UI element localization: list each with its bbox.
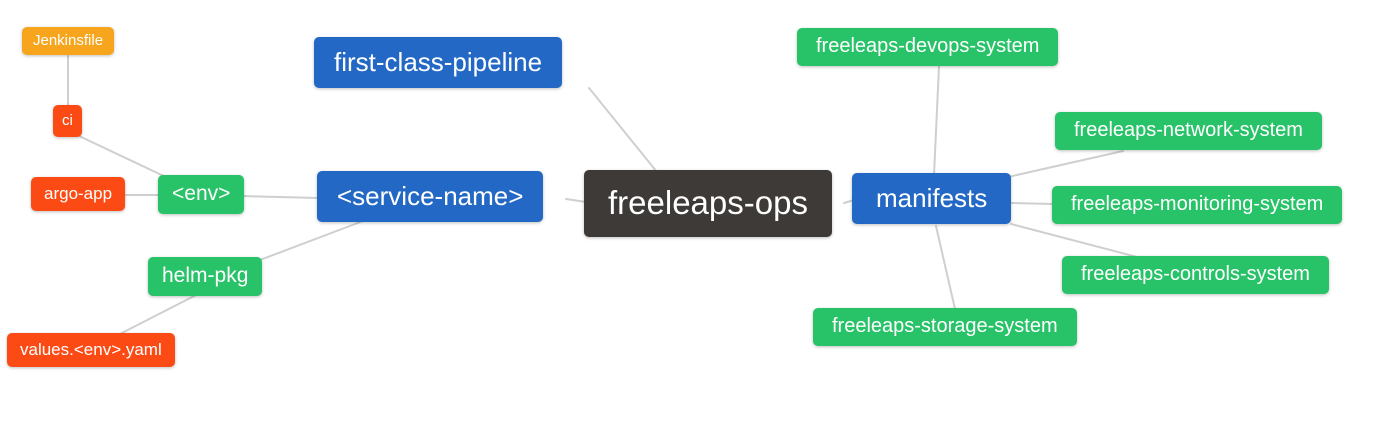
node-env[interactable]: <env> xyxy=(158,175,245,214)
edge-servicename-ops xyxy=(565,198,587,203)
node-jenkinsfile[interactable]: Jenkinsfile xyxy=(22,27,115,55)
node-values-env-yaml[interactable]: values.<env>.yaml xyxy=(7,333,175,368)
node-manifests[interactable]: manifests xyxy=(852,173,1012,224)
node-freeleaps-storage-system[interactable]: freeleaps-storage-system xyxy=(813,308,1077,346)
edge-ci-env xyxy=(76,134,171,180)
edge-valuesyaml-helmpkg xyxy=(119,293,199,335)
edge-manifests-controlssystem xyxy=(1010,223,1138,258)
node-freeleaps-network-system[interactable]: freeleaps-network-system xyxy=(1055,112,1322,150)
edge-manifests-devopssystem xyxy=(933,65,940,176)
edge-manifests-monitoringsystem xyxy=(1008,202,1054,205)
node-first-class-pipeline[interactable]: first-class-pipeline xyxy=(314,37,563,88)
edge-firstclasspipeline-ops xyxy=(588,87,658,173)
node-freeleaps-controls-system[interactable]: freeleaps-controls-system xyxy=(1062,256,1329,294)
edge-env-servicename xyxy=(241,195,319,199)
node-argo-app[interactable]: argo-app xyxy=(31,177,126,212)
node-freeleaps-ops-root[interactable]: freeleaps-ops xyxy=(584,170,832,237)
node-freeleaps-monitoring-system[interactable]: freeleaps-monitoring-system xyxy=(1052,186,1343,224)
node-service-name[interactable]: <service-name> xyxy=(317,171,544,222)
edge-manifests-networksystem xyxy=(1007,150,1124,178)
node-freeleaps-devops-system[interactable]: freeleaps-devops-system xyxy=(797,28,1059,66)
edge-manifests-storagesystem xyxy=(935,225,956,310)
node-ci[interactable]: ci xyxy=(53,105,82,137)
edge-helmpkg-servicename xyxy=(251,220,364,264)
node-helm-pkg[interactable]: helm-pkg xyxy=(148,257,263,296)
